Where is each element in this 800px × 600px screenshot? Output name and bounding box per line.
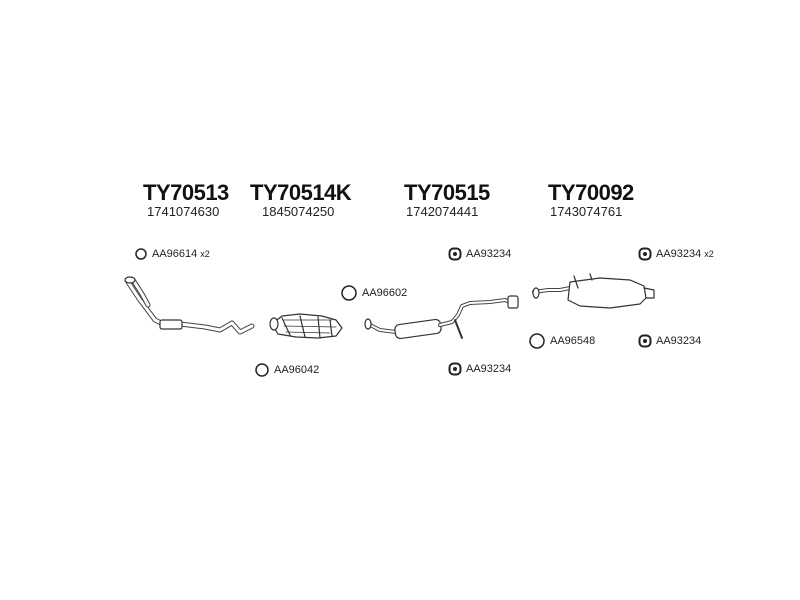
accessory-item: AA93234 bbox=[448, 247, 511, 261]
catalytic-converter-drawing bbox=[269, 313, 343, 339]
accessory-item: AA96602 bbox=[340, 284, 407, 302]
accessory-label: AA96548 bbox=[550, 335, 596, 347]
ring-gasket-icon bbox=[135, 248, 147, 260]
ring-gasket-icon bbox=[529, 333, 545, 349]
accessory-label: AA96614 bbox=[152, 248, 198, 260]
accessory-label: AA96602 bbox=[362, 287, 408, 299]
accessory-qty: x2 bbox=[200, 249, 210, 259]
accessory-item: AA93234 bbox=[638, 334, 701, 348]
rear-silencer-drawing bbox=[532, 273, 655, 309]
accessory-label: AA93234 bbox=[656, 248, 702, 260]
accessory-label: AA93234 bbox=[466, 248, 512, 260]
ring-gasket-icon bbox=[255, 363, 269, 377]
accessory-item: AA96042 bbox=[254, 362, 319, 378]
part-number-front-pipe: 1741074630 bbox=[147, 204, 220, 219]
accessory-label: AA96042 bbox=[274, 364, 320, 376]
part-code-center-pipe: TY70515 bbox=[404, 180, 490, 205]
accessory-label: AA93234 bbox=[656, 335, 702, 347]
ring-gasket-icon bbox=[341, 285, 357, 301]
rubber-hanger-icon bbox=[638, 334, 652, 348]
part-number-rear-silencer: 1743074761 bbox=[550, 204, 623, 219]
rubber-hanger-icon bbox=[448, 247, 462, 261]
accessory-label: AA93234 bbox=[466, 363, 512, 375]
part-code-catalytic-converter: TY70514K bbox=[250, 180, 352, 205]
part-number-catalytic-converter: 1845074250 bbox=[262, 204, 335, 219]
center-pipe-drawing bbox=[364, 295, 519, 340]
accessory-item: AA93234 bbox=[448, 362, 511, 376]
accessory-item: AA96548 bbox=[528, 332, 595, 350]
part-number-center-pipe: 1742074441 bbox=[406, 204, 479, 219]
rubber-hanger-icon bbox=[638, 247, 652, 261]
front-pipe-drawing bbox=[124, 276, 255, 335]
part-code-front-pipe: TY70513 bbox=[143, 180, 229, 205]
accessory-qty: x2 bbox=[704, 249, 714, 259]
part-code-rear-silencer: TY70092 bbox=[548, 180, 634, 205]
rubber-hanger-icon bbox=[448, 362, 462, 376]
